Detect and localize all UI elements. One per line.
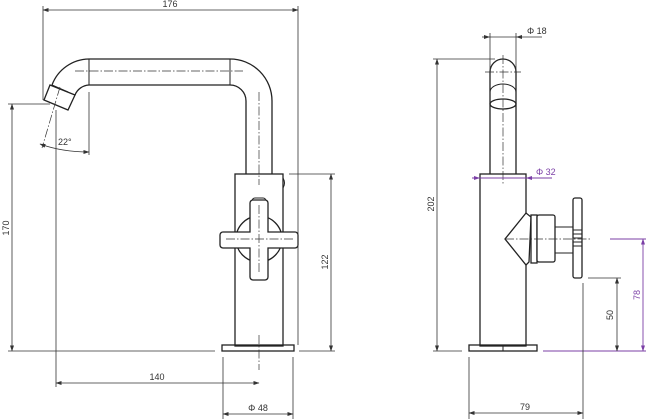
dim-overall-width: 176 — [42, 0, 299, 345]
dim-label-176: 176 — [162, 0, 177, 9]
dim-spout-diameter: Φ 18 — [482, 26, 547, 70]
side-view: Φ 18 202 Φ 32 78 50 — [426, 26, 646, 419]
dim-label-phi48: Φ 48 — [248, 403, 268, 413]
dim-label-78: 78 — [632, 290, 642, 300]
dim-label-140: 140 — [149, 372, 164, 382]
dim-spout-angle: 22° — [39, 92, 90, 155]
dim-base-diameter: Φ 48 — [222, 357, 294, 419]
base-plate — [221, 335, 295, 370]
dim-depth: 79 — [468, 283, 584, 419]
dim-label-122: 122 — [320, 254, 330, 269]
dim-handle-center-height: 78 — [610, 238, 646, 352]
dim-label-phi18: Φ 18 — [527, 26, 547, 36]
side-handle — [504, 197, 590, 279]
side-base-plate — [468, 344, 538, 352]
dim-spout-reach: 140 — [55, 110, 260, 387]
dim-label-79: 79 — [520, 402, 530, 412]
dim-label-202: 202 — [426, 196, 436, 211]
dim-body-diameter: Φ 32 — [472, 167, 556, 180]
spout — [41, 58, 273, 185]
side-spout — [485, 55, 521, 184]
dim-label-170: 170 — [1, 220, 11, 235]
cross-handle — [219, 199, 299, 281]
dim-spout-height: 170 — [1, 103, 50, 352]
side-body — [479, 173, 527, 347]
dim-label-50: 50 — [605, 310, 615, 320]
dim-label-22: 22° — [58, 137, 72, 147]
dim-label-phi32: Φ 32 — [536, 167, 556, 177]
dim-handle-bottom-height: 50 — [588, 277, 621, 352]
dim-overall-height: 202 — [426, 58, 495, 352]
dim-handle-height: 122 — [289, 173, 335, 352]
front-view: 176 22° 170 122 140 — [1, 0, 335, 419]
